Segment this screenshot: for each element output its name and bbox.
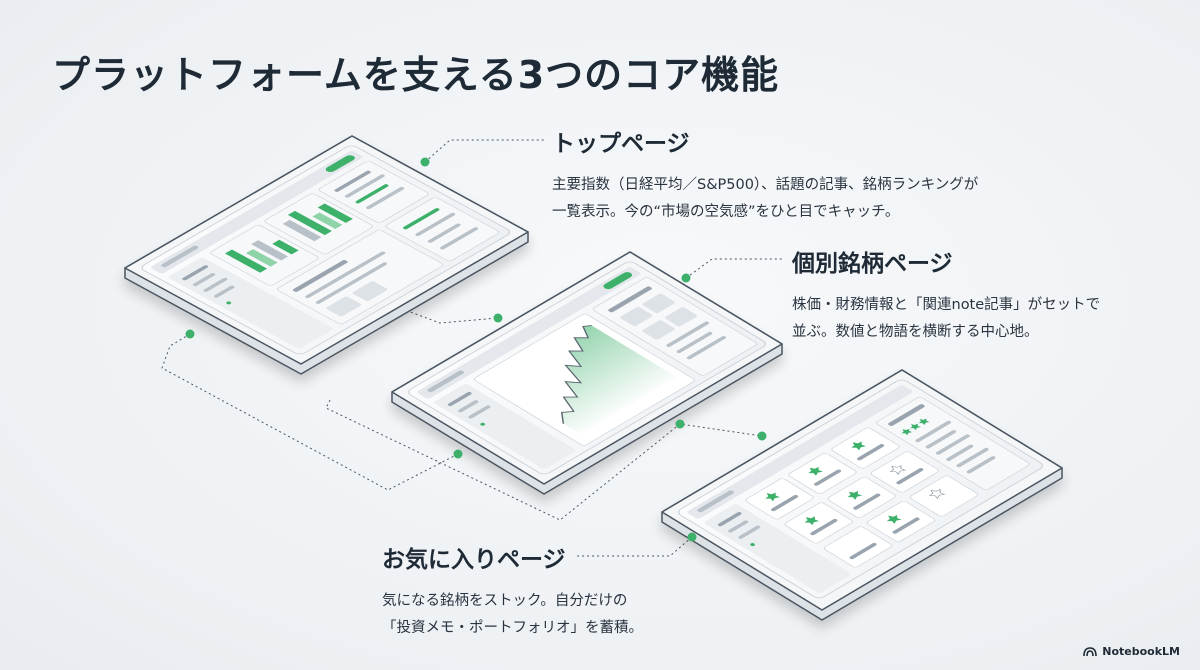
device-top-page <box>124 135 529 375</box>
feature-description-line: 気になる銘柄をストック。自分だけの <box>382 593 628 609</box>
star-icon <box>847 490 863 500</box>
connector-dot <box>420 157 430 167</box>
feature-description-line: 一覧表示。今の“市場の空気感”をひと目でキャッチ。 <box>552 204 900 220</box>
connector-lines <box>161 139 782 557</box>
feature-description: 株価・財務情報と「関連note記事」がセットで 並ぶ。数値と物語を横断する中心地… <box>792 292 1100 346</box>
connector-dot <box>675 419 685 429</box>
device-stock-page <box>391 251 783 495</box>
connector-top-stock <box>161 333 459 491</box>
star-icon <box>765 492 780 502</box>
notebooklm-icon <box>1083 646 1098 656</box>
brand-mark: NotebookLM <box>1083 645 1180 658</box>
connector-dot <box>681 273 691 283</box>
connector-top-stock-2 <box>377 299 499 324</box>
connector-stock-label <box>685 258 782 279</box>
connector-top-label <box>424 139 545 163</box>
feature-title: お気に入りページ <box>382 547 566 573</box>
feature-description-line: 並ぶ。数値と物語を横断する中心地。 <box>792 324 1039 340</box>
feature-favorites-page: お気に入りページ 気になる銘柄をストック。自分だけの 「投資メモ・ポートフォリオ… <box>382 540 643 642</box>
connector-dot <box>493 313 503 323</box>
star-icon <box>804 516 820 526</box>
feature-title: トップページ <box>552 131 690 157</box>
star-icon <box>886 514 902 524</box>
page-title: プラットフォームを支える3つのコア機能 <box>52 53 780 97</box>
feature-top-page: トップページ 主要指数（日経平均／S&P500）、話題の記事、銘柄ランキングが … <box>552 124 978 226</box>
feature-description-line: 「投資メモ・ポートフォリオ」を蓄積。 <box>382 620 643 636</box>
feature-description: 主要指数（日経平均／S&P500）、話題の記事、銘柄ランキングが 一覧表示。今の… <box>552 172 978 226</box>
connector-stock-fav <box>325 399 763 521</box>
star-outline-icon <box>928 488 946 499</box>
brand-label: NotebookLM <box>1102 645 1180 658</box>
star-outline-icon <box>889 464 907 475</box>
connector-dot <box>453 449 463 459</box>
star-icon <box>808 467 823 476</box>
star-icon <box>851 441 866 451</box>
favorite-cards <box>745 427 979 568</box>
connector-dots <box>185 157 767 542</box>
feature-description-line: 株価・財務情報と「関連note記事」がセットで <box>792 297 1101 313</box>
connector-dot <box>185 329 195 339</box>
favorite-star-icons <box>765 441 946 526</box>
feature-title: 個別銘柄ページ <box>792 251 953 277</box>
feature-description-line: 主要指数（日経平均／S&P500）、話題の記事、銘柄ランキングが <box>552 177 979 193</box>
connector-dot <box>687 532 697 542</box>
connector-dot <box>757 431 767 441</box>
feature-stock-page: 個別銘柄ページ 株価・財務情報と「関連note記事」がセットで 並ぶ。数値と物語… <box>792 244 1100 346</box>
feature-description: 気になる銘柄をストック。自分だけの 「投資メモ・ポートフォリオ」を蓄積。 <box>382 588 643 642</box>
device-favorites-page <box>661 369 1063 621</box>
